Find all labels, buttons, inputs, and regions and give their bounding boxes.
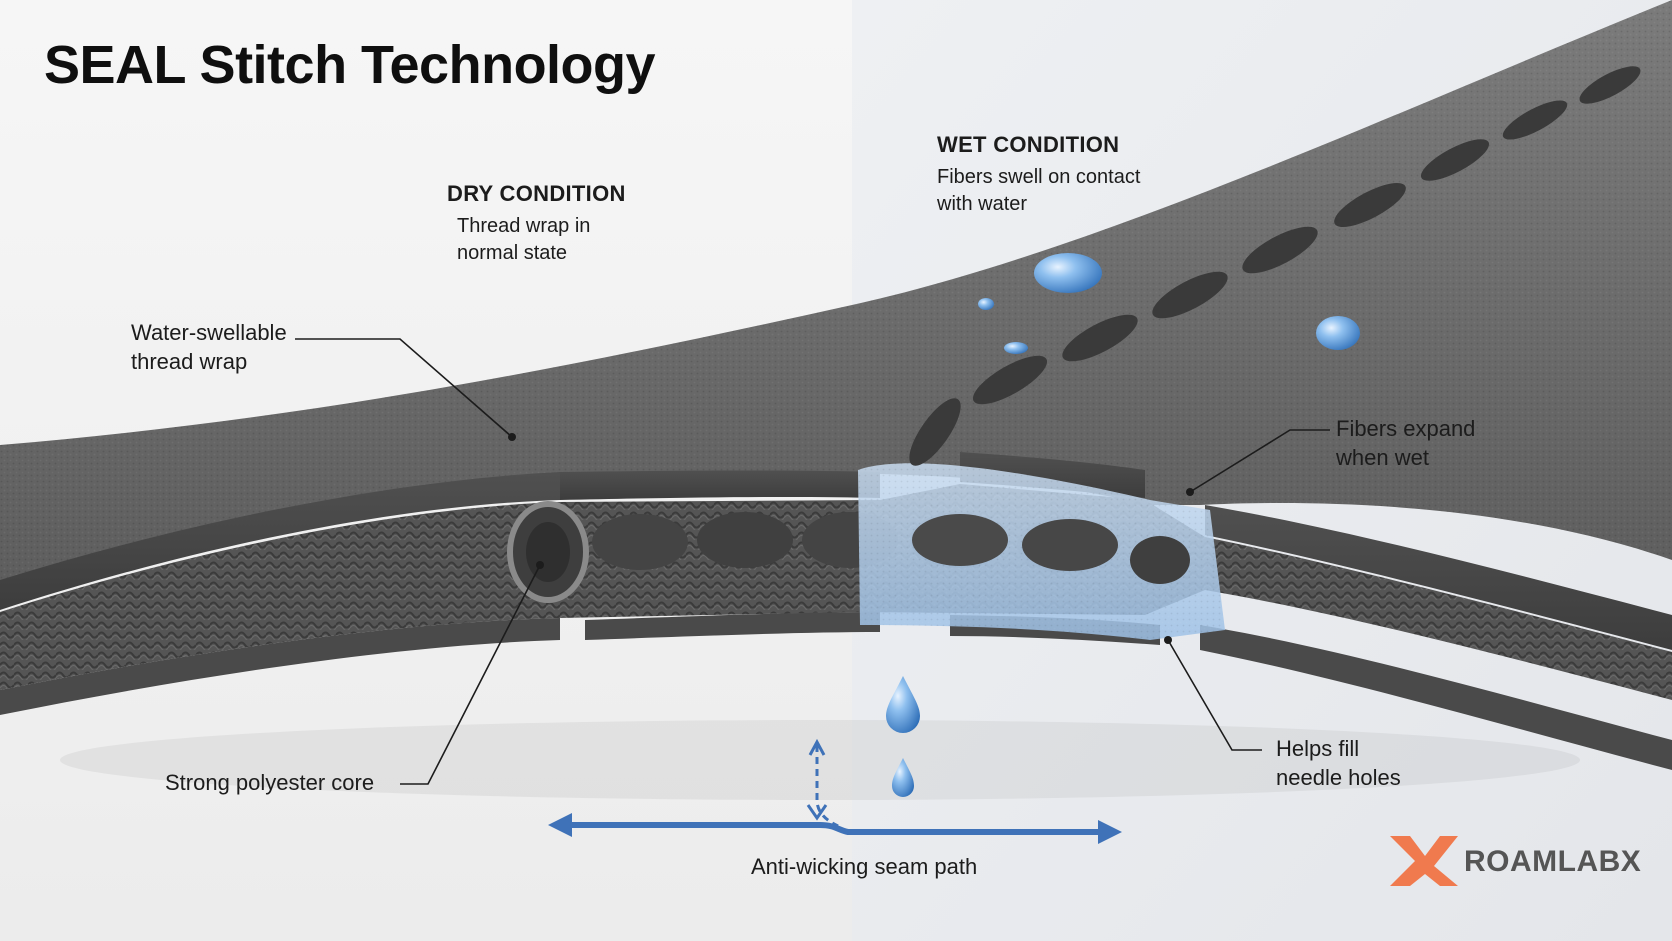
callout-polyester-core-line1: Strong polyester core <box>165 770 375 795</box>
wet-condition-block: WET CONDITION Fibers swell on contact wi… <box>937 132 1140 218</box>
callout-fibers-expand-line1: Fibers expand <box>1336 416 1476 441</box>
callout-seam-path-line1: Anti-wicking seam path <box>751 854 978 879</box>
falling-drop <box>886 676 920 733</box>
leader-lines <box>295 338 1330 785</box>
callout-water-swellable-line2: thread wrap <box>131 349 248 374</box>
leader-fibers-expand <box>1189 429 1330 493</box>
callout-seam-path: Anti-wicking seam path <box>751 852 977 881</box>
falling-drop <box>892 758 914 797</box>
dry-condition-line1: Thread wrap in <box>457 215 591 237</box>
fabric-strap <box>0 0 1672 800</box>
droplet-small <box>1004 342 1028 354</box>
water-droplets <box>886 253 1360 797</box>
droplet-large <box>1034 253 1102 293</box>
callout-needle-holes-line2: needle holes <box>1276 765 1401 790</box>
leader-needle-holes <box>1167 639 1262 751</box>
leader-water-swellable <box>295 338 513 438</box>
callout-needle-holes-line1: Helps fill <box>1276 736 1360 761</box>
wet-swelling-foam <box>858 463 1225 640</box>
wet-condition-line2: with water <box>937 193 1028 215</box>
leader-polyester-core <box>400 564 541 785</box>
dry-condition-heading: DRY CONDITION <box>447 181 626 206</box>
callout-fibers-expand-line2: when wet <box>1336 445 1429 470</box>
callout-fibers-expand: Fibers expand when wet <box>1336 414 1475 472</box>
droplet-small <box>978 298 994 310</box>
callout-needle-holes: Helps fill needle holes <box>1276 734 1401 792</box>
callout-water-swellable: Water-swellable thread wrap <box>131 318 287 376</box>
dry-condition-line2: normal state <box>457 242 568 264</box>
page-title: SEAL Stitch Technology <box>44 35 656 95</box>
callout-polyester-core: Strong polyester core <box>165 768 374 797</box>
wet-condition-heading: WET CONDITION <box>937 132 1120 157</box>
dry-condition-block: DRY CONDITION Thread wrap in normal stat… <box>447 181 626 267</box>
droplet-medium <box>1316 316 1360 350</box>
leader-dots <box>508 433 1194 644</box>
callout-water-swellable-line1: Water-swellable <box>131 320 287 345</box>
top-stitch-line <box>909 66 1641 466</box>
brand-logo-icon <box>1390 836 1458 886</box>
brand-name: ROAMLABX <box>1464 845 1642 878</box>
wet-condition-line1: Fibers swell on contact <box>937 166 1141 188</box>
anti-wicking-arrow <box>548 738 1122 844</box>
